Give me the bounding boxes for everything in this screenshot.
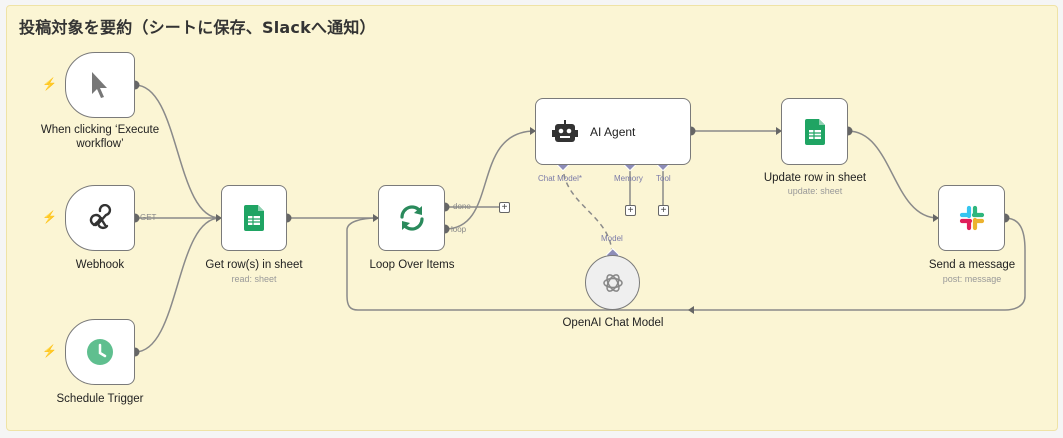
node-label: AI Agent [590,124,636,139]
webhook-icon [89,204,112,230]
node-label: Send a message [928,259,1016,271]
node-label: Get row(s) in sheet [205,259,303,271]
connection-slack-back-to-loop [346,217,1026,311]
edge-label-get: GET [140,213,157,222]
loop-done-label: done [453,202,471,211]
node-schedule-trigger[interactable] [65,319,135,385]
robot-icon [552,119,578,142]
add-memory-button[interactable]: + [625,205,636,216]
node-sublabel: update: sheet [787,186,843,196]
add-tool-button[interactable]: + [658,205,669,216]
slack-icon [959,205,984,231]
node-ai-agent[interactable]: AI Agent [535,98,691,165]
node-manual-trigger[interactable] [65,52,135,118]
arrowhead [530,127,536,135]
node-label: OpenAI Chat Model [562,317,664,329]
arrowhead [933,214,939,222]
trigger-bolt-icon: ⚡ [42,77,57,91]
connection-manual-to-get-rows [134,84,221,219]
node-slack-send-message[interactable] [938,185,1005,251]
memory-port-label: Memory [614,174,643,183]
node-label: Update row in sheet [763,172,867,184]
model-port-label: Model [601,234,623,243]
node-sublabel: read: sheet [231,274,277,284]
sticky-note-title: 投稿対象を要約（シートに保存、Slackへ通知） [19,18,376,37]
node-update-row[interactable] [781,98,848,165]
node-label: Schedule Trigger [56,393,144,405]
clock-icon [87,339,113,365]
connection-loop-to-agent [444,130,536,230]
loop-loop-label: loop [451,225,467,234]
openai-icon [602,273,623,292]
connection-update-to-slack [847,130,939,219]
node-label: Webhook [75,259,125,271]
connection-schedule-to-get-rows [134,217,221,353]
arrowhead [216,214,222,222]
trigger-bolt-icon: ⚡ [42,210,57,224]
node-openai-chat-model[interactable] [585,255,640,310]
node-get-rows[interactable] [221,185,287,251]
cursor-icon [92,72,107,98]
trigger-bolt-icon: ⚡ [42,344,57,358]
node-webhook[interactable] [65,185,135,251]
tool-port-label: Tool [656,174,671,183]
google-sheets-icon [244,205,264,231]
arrowhead [776,127,782,135]
connection-openai-to-agent [562,164,613,256]
arrowhead [688,306,694,314]
node-label: When clicking ‘Execute workflow’ [40,124,160,150]
arrowhead [373,214,379,222]
google-sheets-icon [804,118,825,145]
chat-model-port-label: Chat Model* [538,174,583,183]
add-node-button[interactable]: + [499,202,510,213]
node-label: Loop Over Items [369,259,455,271]
node-sublabel: post: message [942,274,1002,284]
loop-icon [399,205,424,231]
node-loop-over-items[interactable] [378,185,445,251]
